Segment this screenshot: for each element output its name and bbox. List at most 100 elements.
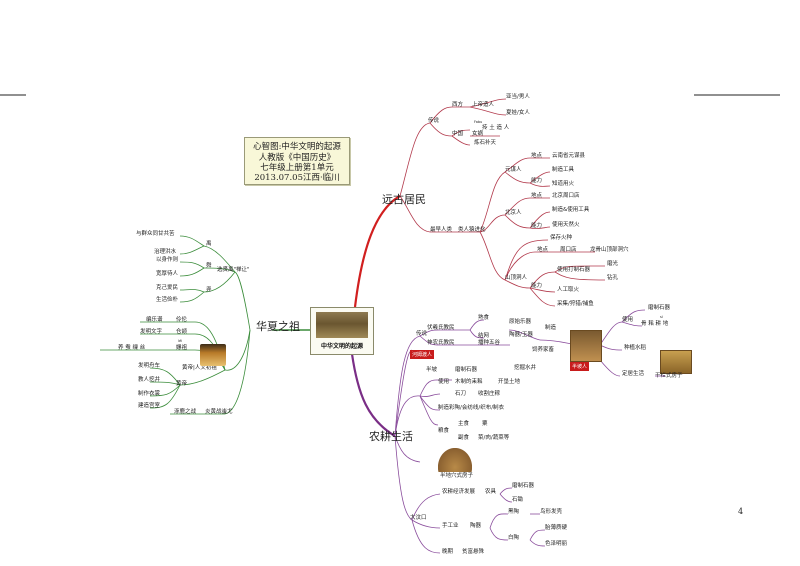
ym-location: 云南省元谋县	[552, 154, 585, 160]
shun-deed-2: 宽厚待人	[156, 272, 178, 278]
thin-hard: 胎薄质硬	[545, 526, 567, 532]
pit-house-image	[438, 448, 472, 472]
branch-yuangu: 远古居民	[382, 194, 426, 205]
livestock: 饲养家畜	[532, 348, 554, 354]
bj-fire: 使用天然火	[552, 223, 580, 229]
ym-tools: 制造工具	[552, 168, 574, 174]
side-food-label: 副食	[458, 436, 469, 442]
dig-wells: 挖掘水井	[514, 366, 536, 372]
adam: 亚当/男人	[506, 95, 530, 101]
branch-huaxia: 华夏之祖	[256, 321, 300, 332]
ng-legend: 传说	[416, 332, 427, 338]
stone-hoe: 石锄	[512, 498, 523, 504]
title-line-4: 2013.07.05江西·临川	[245, 171, 349, 183]
ape-evolution: 类人猿进化	[458, 228, 486, 234]
yao-deed-2: 生活俭朴	[156, 298, 178, 304]
dwk-stone-tools: 磨制石器	[512, 484, 534, 490]
page-number: 4	[738, 507, 743, 516]
wooden-plow: 木制的耒耜	[455, 380, 483, 386]
settled-life: 定居生活	[622, 372, 644, 378]
pottery-jade: 陶器/玉器	[509, 333, 533, 339]
stilt-house-image	[660, 350, 692, 374]
hemudu-badge: 河姆渡人	[410, 350, 434, 359]
dwk-pottery: 陶器	[470, 524, 481, 530]
boats-carts: 发明舟车	[138, 364, 160, 370]
nvwa: 女娲	[472, 132, 483, 138]
god-made-man: 上帝造人	[472, 103, 494, 109]
pottery-weaving: 制造彩陶/会纺线/织布/制衣	[438, 406, 504, 412]
wealth-gap: 贫富悬殊	[462, 550, 484, 556]
bj-tools: 制造&使用工具	[552, 208, 589, 214]
manufacture: 制造	[545, 326, 556, 332]
sd-polish: 磨光	[607, 262, 618, 268]
sd-make-fire: 人工取火	[557, 288, 579, 294]
nvwa-pinyin: Fabu	[474, 121, 482, 125]
cangjie: 仓颉	[176, 330, 187, 336]
west: 西方	[452, 103, 463, 109]
china: 中国	[452, 132, 463, 138]
abdication: 选贤禹"禅让"	[217, 268, 250, 274]
mold-clay: 抟 土 造 人	[482, 126, 509, 132]
palaces: 建造宫室	[138, 404, 160, 410]
primitive-instruments: 原始乐器	[509, 320, 531, 326]
dawenkou: 大汶口	[410, 516, 427, 522]
leizu: 嫘祖	[176, 346, 187, 352]
huangdi-portrait	[200, 344, 226, 366]
shun: 舜	[206, 264, 212, 270]
earliest-humans: 最早人类	[430, 228, 452, 234]
sd-tools: 使用打制石器	[557, 268, 590, 274]
pit-house: 半地穴式房子	[440, 474, 473, 480]
yao-deed-1: 克己爱民	[156, 286, 178, 292]
sow-grain: 播种五谷	[478, 341, 500, 347]
stilt-house: 干栏式房子	[655, 374, 683, 380]
mend-sky: 炼石补天	[474, 141, 496, 147]
battle-zhuolu: 涿鹿之战	[174, 410, 196, 416]
cooked-food: 熟食	[478, 316, 489, 322]
invent-writing: 发明文字	[140, 330, 162, 336]
title-box: 心智图:中华文明的起源 人教版《中国历史》 七年级上册第1单元 2013.07.…	[244, 137, 350, 185]
black-pottery: 黑陶	[508, 510, 519, 516]
shun-deed-1: 以身作则	[156, 258, 178, 264]
bj-ability-label: 能力	[531, 224, 542, 230]
sd-cave: 龙骨山顶部洞穴	[590, 248, 629, 254]
fuxi: 伏羲氏教民	[427, 326, 455, 332]
banpo-badge: 半坡人	[570, 362, 589, 371]
reclaim-land: 开垦土地	[498, 380, 520, 386]
white-pottery: 白陶	[508, 536, 519, 542]
late-period: 晚期	[442, 550, 453, 556]
farm-tools: 农具	[485, 490, 496, 496]
bj-location-label: 地点	[531, 194, 542, 200]
grain-label: 粮食	[438, 429, 449, 435]
wells: 教人挖井	[138, 378, 160, 384]
yuanmou-man: 元谋人	[505, 168, 522, 174]
yanhuang-vs-chiyou: 炎黄战蚩尤	[205, 410, 233, 416]
vegetables: 菜/肉/蔬菜等	[478, 436, 509, 442]
leizu-pinyin: léi	[178, 340, 182, 344]
bp-label: 半坡	[426, 368, 437, 374]
fishing-net: 结网	[478, 334, 489, 340]
ym-fire: 知道用火	[552, 182, 574, 188]
central-topic: 中华文明的起源	[310, 307, 374, 355]
staple-label: 主食	[458, 422, 469, 428]
peking-man: 北京人	[505, 211, 522, 217]
yellow-emperor: 黄帝|人文初祖	[182, 366, 217, 372]
bone-plow: 骨 耜 耕 地	[641, 322, 668, 328]
bird-shape: 鸟形发壳	[540, 510, 562, 516]
sd-ability-label: 能力	[531, 284, 542, 290]
yuangu-legend: 传说	[428, 119, 439, 125]
huangdi-2: 黄帝	[176, 382, 187, 388]
stone-knife: 石刀	[455, 392, 466, 398]
compose-music: 编乐谱	[146, 318, 163, 324]
yao: 尧	[206, 288, 212, 294]
central-image	[316, 312, 368, 338]
hd-use: 使用	[622, 318, 633, 324]
clothing: 制作衣裳	[138, 392, 160, 398]
yu-deed-2: 治理洪水	[154, 250, 176, 256]
hemudu-house-image	[570, 330, 602, 362]
sd-gathering: 采集/狩猎/捕鱼	[557, 302, 594, 308]
sd-keep-fire: 保存火种	[550, 236, 572, 242]
bp-use: 使用	[438, 380, 449, 386]
yu-deed-1: 与群众同甘共苦	[136, 232, 175, 238]
sericulture: 养 蚕 缫 丝	[118, 346, 145, 352]
